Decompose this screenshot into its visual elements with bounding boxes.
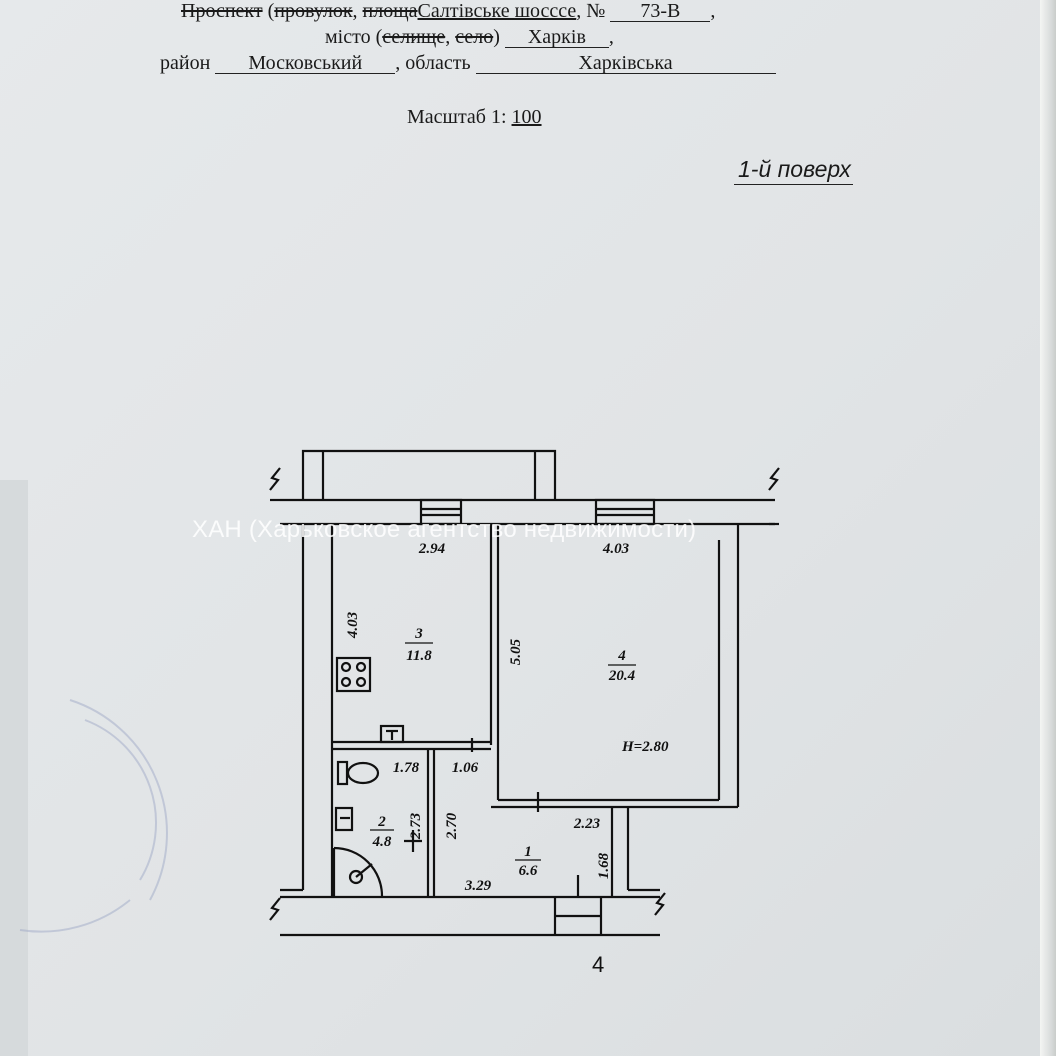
watermark: ХАН (Харьковское агентство недвижимости) — [192, 516, 697, 543]
dim-kitchen-width: 2.94 — [418, 541, 446, 557]
street-name: Салтівське шосссе — [417, 0, 577, 22]
break-mark-bottom-left — [269, 897, 281, 921]
city-name: Харків — [504, 27, 609, 48]
dim-bath-length: 2.73 — [408, 812, 424, 840]
floor-label: 1-й поверх — [734, 156, 853, 185]
dim-hall-right: 2.23 — [573, 816, 601, 832]
house-number: 73-В — [610, 1, 711, 22]
dim-bath-width: 1.78 — [393, 760, 420, 776]
toilet-tank — [336, 760, 349, 786]
district-name: Московський — [215, 53, 396, 74]
break-mark-top-left — [269, 467, 281, 491]
dim-kitchen-length: 4.03 — [345, 611, 361, 639]
toilet-icon — [346, 761, 380, 785]
burner-1 — [340, 661, 352, 673]
dim-hall-niche: 1.06 — [452, 760, 479, 776]
district-label: район — [160, 52, 211, 74]
burner-4 — [355, 676, 367, 688]
region-label: область — [405, 52, 471, 74]
room-2-number: 2 — [377, 814, 386, 830]
settlement-type-town: селище — [382, 26, 446, 48]
break-mark-bottom-right — [654, 892, 666, 916]
ceiling-height: Н=2.80 — [621, 739, 669, 755]
window-living — [594, 498, 656, 526]
sheet-edge — [1040, 0, 1056, 1056]
plan-walls — [269, 449, 780, 937]
address-line-city: місто (селище, село) Харків, — [325, 26, 614, 48]
dim-hall-width: 3.29 — [464, 878, 492, 894]
region-name: Харківська — [475, 53, 776, 74]
street-type-square: площа — [362, 0, 418, 22]
shower-arc-icon — [333, 846, 384, 897]
dim-living-length: 5.05 — [508, 638, 524, 665]
shower-head-icon — [348, 869, 364, 885]
room-3-area: 11.8 — [406, 648, 432, 664]
city-label: місто — [325, 26, 371, 48]
break-mark-top-right — [768, 467, 780, 491]
room-3-number: 3 — [414, 626, 423, 642]
dim-hall-length: 2.70 — [444, 812, 460, 840]
dim-hall-depth: 1.68 — [596, 852, 612, 879]
scale-label: Масштаб 1: — [407, 106, 507, 128]
room-4-number: 4 — [617, 648, 626, 664]
street-type-prospect: Проспект — [181, 0, 263, 22]
bath-sink-icon — [334, 806, 354, 832]
address-line-district: район Московський, область Харківська — [160, 52, 776, 75]
window-kitchen — [419, 498, 463, 526]
address-line-street: Проспект (провулок, площаСалтівське шосс… — [181, 0, 716, 22]
loggia-outer-wall — [301, 449, 557, 500]
dim-living-width: 4.03 — [602, 541, 630, 557]
kitchen-sink-icon — [379, 724, 405, 744]
scale-value: 100 — [511, 106, 542, 128]
street-type-lane: провулок — [274, 0, 353, 22]
burner-2 — [355, 661, 367, 673]
burner-3 — [340, 676, 352, 688]
room-1-number: 1 — [524, 844, 532, 860]
sheet-shadow — [0, 480, 28, 1056]
room-2-area: 4.8 — [372, 834, 392, 850]
settlement-type-village: село — [455, 26, 494, 48]
stove-icon — [335, 656, 372, 693]
axis-label: 4 — [592, 952, 604, 977]
scale-line: Масштаб 1: 100 — [407, 106, 542, 129]
number-label: № — [586, 0, 606, 22]
room-4-area: 20.4 — [608, 668, 636, 684]
stamp-seal — [19, 699, 168, 933]
room-1-area: 6.6 — [519, 863, 538, 879]
